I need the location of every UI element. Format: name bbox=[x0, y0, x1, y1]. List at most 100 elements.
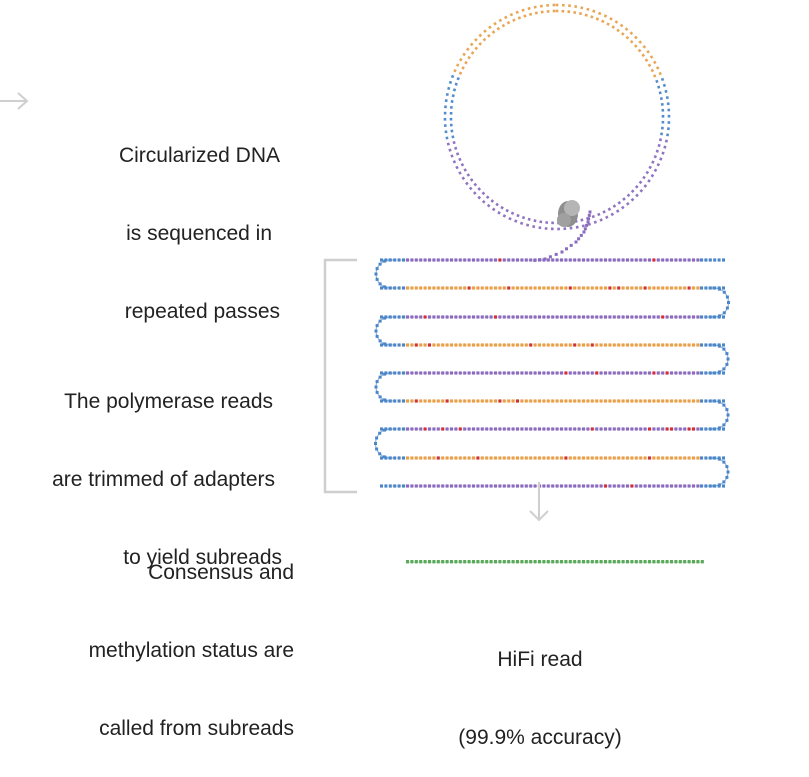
insert-base bbox=[423, 343, 427, 347]
insert-base bbox=[507, 258, 511, 262]
insert-base bbox=[432, 343, 436, 347]
adapter-base bbox=[722, 286, 725, 290]
insert-base bbox=[621, 343, 625, 347]
base-pair bbox=[496, 26, 501, 31]
insert-base bbox=[560, 258, 563, 262]
insert-base bbox=[494, 343, 497, 347]
adapter-base bbox=[700, 456, 703, 460]
insert-base bbox=[608, 399, 612, 403]
base-pair bbox=[460, 163, 465, 167]
insert-base bbox=[696, 286, 700, 290]
insert-base bbox=[656, 371, 660, 375]
insert-base bbox=[678, 371, 682, 375]
insert-base bbox=[538, 427, 541, 431]
insert-base bbox=[630, 399, 634, 403]
insert-base bbox=[604, 399, 607, 403]
base-pair bbox=[610, 212, 615, 217]
insert-base bbox=[516, 456, 519, 460]
insert-base bbox=[683, 427, 687, 431]
insert-base bbox=[599, 286, 603, 290]
insert-base bbox=[410, 315, 414, 319]
base-pair bbox=[449, 105, 453, 109]
insert-base bbox=[670, 315, 673, 319]
hifi-base bbox=[410, 560, 414, 564]
insert-base bbox=[687, 371, 691, 375]
insert-base bbox=[608, 484, 612, 488]
insert-base bbox=[612, 343, 616, 347]
insert-base bbox=[577, 315, 581, 319]
variant-base bbox=[665, 371, 669, 375]
hifi-base bbox=[577, 560, 581, 564]
insert-base bbox=[678, 399, 682, 403]
adapter-base bbox=[725, 475, 729, 479]
base-pair bbox=[569, 226, 573, 230]
insert-base bbox=[467, 371, 471, 375]
insert-base bbox=[472, 286, 475, 290]
insert-base bbox=[665, 315, 669, 319]
base-pair bbox=[527, 217, 531, 221]
base-pair bbox=[527, 6, 531, 11]
insert-base bbox=[670, 399, 673, 403]
insert-base bbox=[546, 399, 550, 403]
adapter-base bbox=[397, 258, 401, 262]
adapter-base bbox=[378, 452, 382, 456]
insert-base bbox=[507, 399, 511, 403]
adapter-base bbox=[375, 324, 379, 328]
insert-base bbox=[419, 286, 423, 290]
adapter-base bbox=[384, 484, 388, 488]
insert-base bbox=[524, 343, 528, 347]
insert-base bbox=[590, 399, 594, 403]
hifi-base bbox=[586, 560, 590, 564]
base-pair bbox=[641, 53, 646, 58]
insert-base bbox=[648, 315, 651, 319]
adapter-base bbox=[722, 399, 725, 403]
base-pair bbox=[578, 12, 583, 16]
variant-base bbox=[648, 456, 651, 460]
insert-base bbox=[555, 456, 559, 460]
base-pair bbox=[653, 60, 657, 65]
insert-base bbox=[643, 484, 647, 488]
adapter-base bbox=[374, 329, 378, 333]
insert-base bbox=[463, 286, 467, 290]
insert-base bbox=[498, 343, 502, 347]
insert-base bbox=[428, 315, 431, 319]
base-pair bbox=[455, 152, 460, 156]
hifi-base bbox=[529, 560, 533, 564]
base-pair bbox=[508, 216, 512, 221]
insert-base bbox=[577, 286, 581, 290]
base-pair bbox=[573, 11, 577, 14]
insert-base bbox=[564, 427, 568, 431]
insert-base bbox=[595, 286, 599, 290]
insert-base bbox=[577, 399, 581, 403]
insert-base bbox=[546, 315, 550, 319]
variant-base bbox=[516, 399, 519, 403]
insert-base bbox=[502, 315, 506, 319]
insert-base bbox=[687, 484, 691, 488]
insert-base bbox=[494, 258, 497, 262]
insert-base bbox=[621, 484, 625, 488]
variant-base bbox=[652, 371, 656, 375]
insert-base bbox=[661, 399, 665, 403]
adapter-base bbox=[704, 343, 708, 347]
insert-base bbox=[674, 484, 678, 488]
adapter-base bbox=[380, 343, 383, 347]
tail-base bbox=[579, 233, 583, 237]
variant-base bbox=[692, 427, 695, 431]
insert-base bbox=[586, 343, 590, 347]
insert-base bbox=[428, 484, 431, 488]
insert-base bbox=[458, 286, 462, 290]
base-pair bbox=[498, 18, 503, 23]
insert-base bbox=[428, 371, 431, 375]
adapter-base bbox=[725, 465, 729, 469]
insert-base bbox=[507, 456, 511, 460]
base-pair bbox=[655, 66, 660, 70]
insert-base bbox=[573, 258, 577, 262]
insert-base bbox=[450, 343, 453, 347]
subread-row bbox=[380, 456, 725, 460]
insert-base bbox=[533, 456, 537, 460]
insert-base bbox=[463, 258, 467, 262]
insert-base bbox=[436, 258, 440, 262]
base-pair bbox=[504, 15, 508, 20]
subread-row bbox=[380, 371, 725, 375]
insert-base bbox=[445, 427, 449, 431]
